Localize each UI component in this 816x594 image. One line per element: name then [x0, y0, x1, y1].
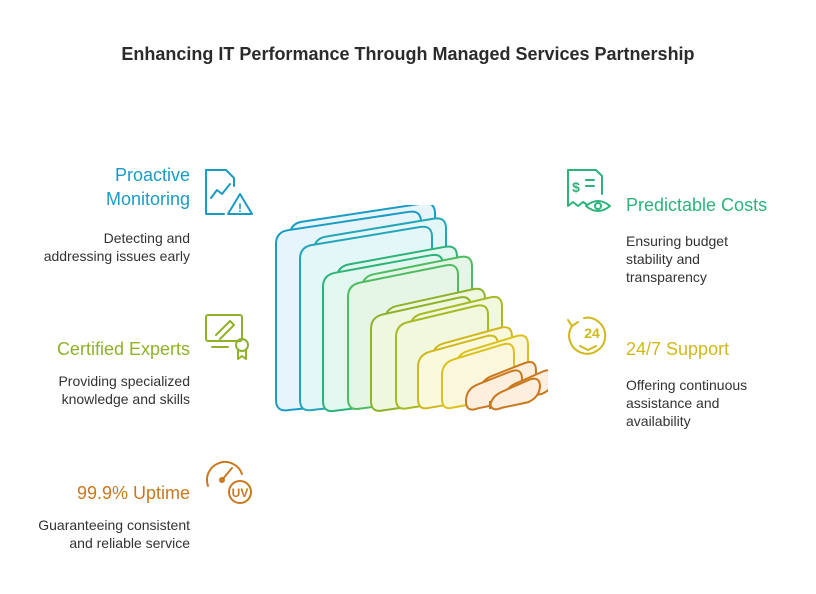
description-line: transparency [626, 269, 707, 285]
speedometer-text: UV [232, 486, 249, 500]
proactive-monitoring-description: Detecting and addressing issues early [20, 229, 190, 265]
description-line: Ensuring budget [626, 233, 728, 249]
description-line: Providing specialized [58, 373, 190, 389]
chart-warning-mark: ! [238, 201, 242, 215]
page-title: Enhancing IT Performance Through Managed… [121, 44, 695, 64]
speedometer-icon: UV [202, 454, 254, 506]
support-heading: 24/7 Support [626, 339, 730, 359]
proactive-monitoring-heading-line-1: Proactive [114, 165, 190, 185]
certified-experts-description: Providing specialized knowledge and skil… [20, 372, 190, 408]
description-line: stability and [626, 251, 700, 267]
description-line: addressing issues early [43, 248, 190, 264]
layered-stack-graphic [268, 202, 555, 470]
predictable-costs-heading: Predictable Costs [626, 195, 768, 215]
uptime-description: Guaranteeing consistent and reliable ser… [10, 516, 190, 552]
description-line: Detecting and [103, 230, 190, 246]
description-line: knowledge and skills [61, 391, 190, 407]
description-line: availability [626, 413, 691, 429]
uptime-heading: 99.9% Uptime [76, 483, 190, 503]
predictable-costs-description: Ensuring budget stability and transparen… [626, 232, 796, 286]
description-line: Offering continuous [626, 377, 748, 393]
stack-layer-front [489, 377, 541, 411]
invoice-eye-icon: $ [562, 166, 614, 218]
support-hours-text: 24 [584, 325, 600, 341]
description-line: assistance and [626, 395, 720, 411]
description-line: and reliable service [69, 535, 190, 551]
certified-experts-heading: Certified Experts [56, 339, 190, 359]
proactive-monitoring-heading: Proactive Monitoring [40, 163, 190, 211]
description-line: Guaranteeing consistent [38, 517, 190, 533]
proactive-monitoring-heading-line-2: Monitoring [105, 189, 190, 209]
stack-layer [489, 369, 555, 411]
invoice-currency-symbol: $ [572, 179, 580, 195]
support-description: Offering continuous assistance and avail… [626, 376, 796, 430]
layered-stack-svg [275, 202, 555, 413]
24-hours-icon: 24 [562, 312, 614, 364]
chart-warning-icon: ! [202, 166, 254, 218]
certificate-icon [202, 311, 254, 363]
